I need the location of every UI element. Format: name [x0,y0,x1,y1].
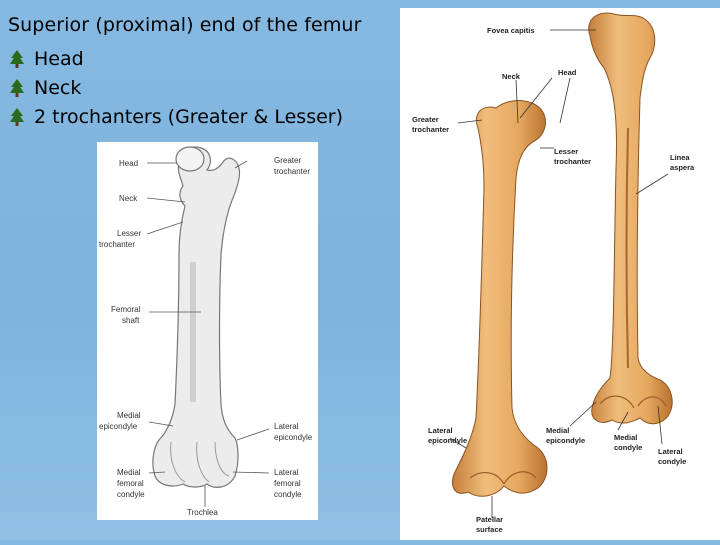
leader-lines [146,160,270,507]
label-lesser-trochanter-2: trochanter [99,240,135,249]
femur-color-illustration-svg: Fovea capitis Neck Head Greater trochant… [412,12,695,534]
label-medial-epicondyle-right-2: epicondyle [546,436,585,445]
bullet-text-trochanters: 2 trochanters (Greater & Lesser) [34,105,344,128]
label-neck: Neck [119,194,138,203]
tree-icon [10,78,24,97]
label-lateral-condyle-2: femoral [274,479,301,488]
femur-head-shape [175,146,205,172]
bullet-text-head: Head [34,47,84,70]
slide-title: Superior (proximal) end of the femur [8,14,362,36]
label-femoral-shaft: Femoral [111,305,141,314]
label-femoral-shaft-2: shaft [122,316,140,325]
label-patellar-surface: Patellar [476,515,503,524]
label-linea-aspera: Linea [670,153,690,162]
bullet-item: 2 trochanters (Greater & Lesser) [8,102,343,131]
label-medial-condyle: Medial [117,468,141,477]
label-medial-condyle-right-2: condyle [614,443,642,452]
label-lesser-trochanter-right-2: trochanter [554,157,591,166]
label-lateral-condyle-right: Lateral [658,447,683,456]
femur-line-drawing-svg: Head Greater trochanter Neck Lesser troc… [99,146,313,517]
label-trochlea: Trochlea [187,508,218,517]
label-neck-right: Neck [502,72,521,81]
femur-color-illustration: Fovea capitis Neck Head Greater trochant… [400,8,720,540]
condyle-lines [170,441,230,483]
bullet-text-neck: Neck [34,76,82,99]
femur-posterior [588,12,673,425]
label-lesser-trochanter: Lesser [117,229,141,238]
tree-icon [10,107,24,126]
label-lesser-trochanter-right: Lesser [554,147,578,156]
label-lateral-epicondyle: Lateral [274,422,299,431]
label-lateral-condyle-right-2: condyle [658,457,686,466]
label-lateral-epicondyle-2: epicondyle [274,433,313,442]
label-lateral-epicondyle-right-2: epicondyle [428,436,467,445]
label-lateral-condyle: Lateral [274,468,299,477]
label-linea-aspera-2: aspera [670,163,695,172]
femur-outline [152,146,241,488]
label-medial-condyle-2: femoral [117,479,144,488]
label-head-right: Head [558,68,577,77]
label-lateral-condyle-3: condyle [274,490,302,499]
anterior-condyle-lines [469,471,537,485]
label-medial-epicondyle: Medial [117,411,141,420]
label-greater-trochanter-2: trochanter [274,167,310,176]
femur-line-drawing: Head Greater trochanter Neck Lesser troc… [97,142,318,520]
label-greater-trochanter-right-2: trochanter [412,125,449,134]
label-greater-trochanter-right: Greater [412,115,439,124]
label-medial-epicondyle-right: Medial [546,426,569,435]
label-medial-epicondyle-2: epicondyle [99,422,138,431]
label-medial-condyle-right: Medial [614,433,637,442]
label-head: Head [119,159,138,168]
bullet-item: Neck [8,73,343,102]
label-medial-condyle-3: condyle [117,490,145,499]
label-greater-trochanter: Greater [274,156,301,165]
right-leader-lines [449,29,669,518]
label-fovea-capitis: Fovea capitis [487,26,535,35]
posterior-condyle-lines [599,395,667,409]
label-lateral-epicondyle-right: Lateral [428,426,453,435]
femur-anterior [452,100,548,497]
tree-icon [10,49,24,68]
bullet-item: Head [8,44,343,73]
label-patellar-surface-2: surface [476,525,503,534]
bullet-list: Head Neck 2 trochanters (Greater & Lesse… [8,44,343,131]
linea-aspera-ridge [625,127,629,369]
